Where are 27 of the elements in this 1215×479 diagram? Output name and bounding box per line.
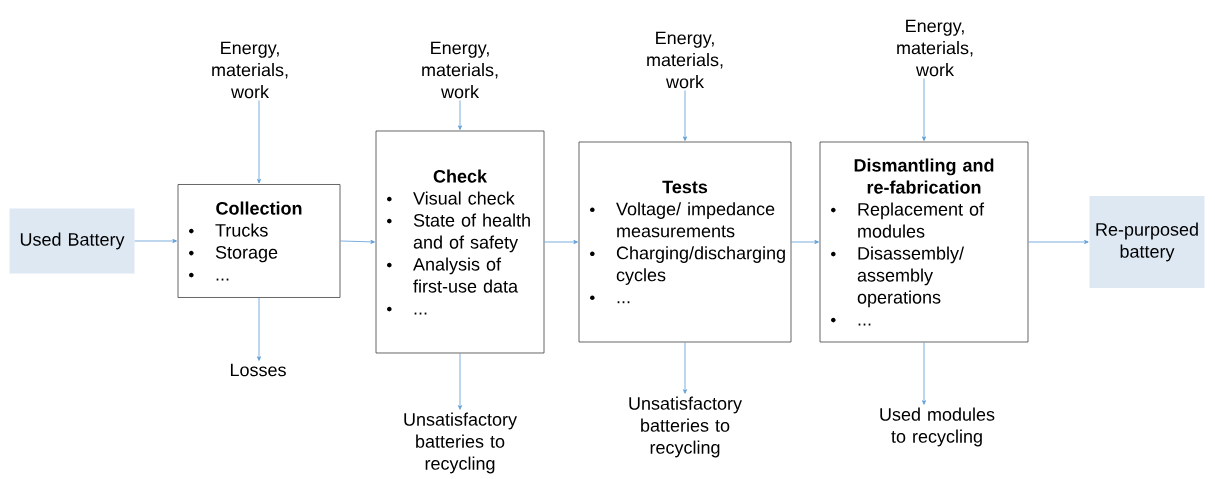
flow-label: Used modules to recycling <box>880 407 995 447</box>
arrow <box>791 240 819 244</box>
process-box: Check Visual check State of health and of safety Analysis of first-use data ... <box>375 130 545 354</box>
arrow <box>134 239 177 243</box>
battery-box: Used Battery <box>9 208 135 274</box>
arrow <box>683 342 687 394</box>
arrow <box>1028 240 1089 244</box>
flow-label: Energy, materials, work <box>647 31 723 89</box>
arrow <box>683 90 687 141</box>
flow-label: Losses <box>230 363 286 377</box>
process-box: Tests Voltage/ impedance measurements Charging/discharging cycles ... <box>578 141 792 343</box>
arrow <box>922 78 926 141</box>
flow-label: Energy, materials, work <box>897 19 973 77</box>
flow-label: Unsatisfactory batteries to recycling <box>404 412 517 474</box>
arrow <box>458 100 462 130</box>
arrow <box>922 342 926 405</box>
arrow <box>458 353 462 410</box>
flow-label: Unsatisfactory batteries to recycling <box>629 396 742 458</box>
flow-label: Energy, materials, work <box>212 41 288 99</box>
arrow <box>257 100 261 184</box>
process-box: Collection Trucks Storage ... <box>177 184 341 298</box>
process-box: Dismantling and re-fabrication Replacement of modules Disassembly/ assembly operations ... <box>819 141 1029 343</box>
battery-box: Re-purposed battery <box>1089 196 1205 288</box>
arrow <box>544 240 578 244</box>
arrow <box>340 239 375 244</box>
arrow <box>257 297 261 361</box>
flow-label: Energy, materials, work <box>422 41 498 99</box>
